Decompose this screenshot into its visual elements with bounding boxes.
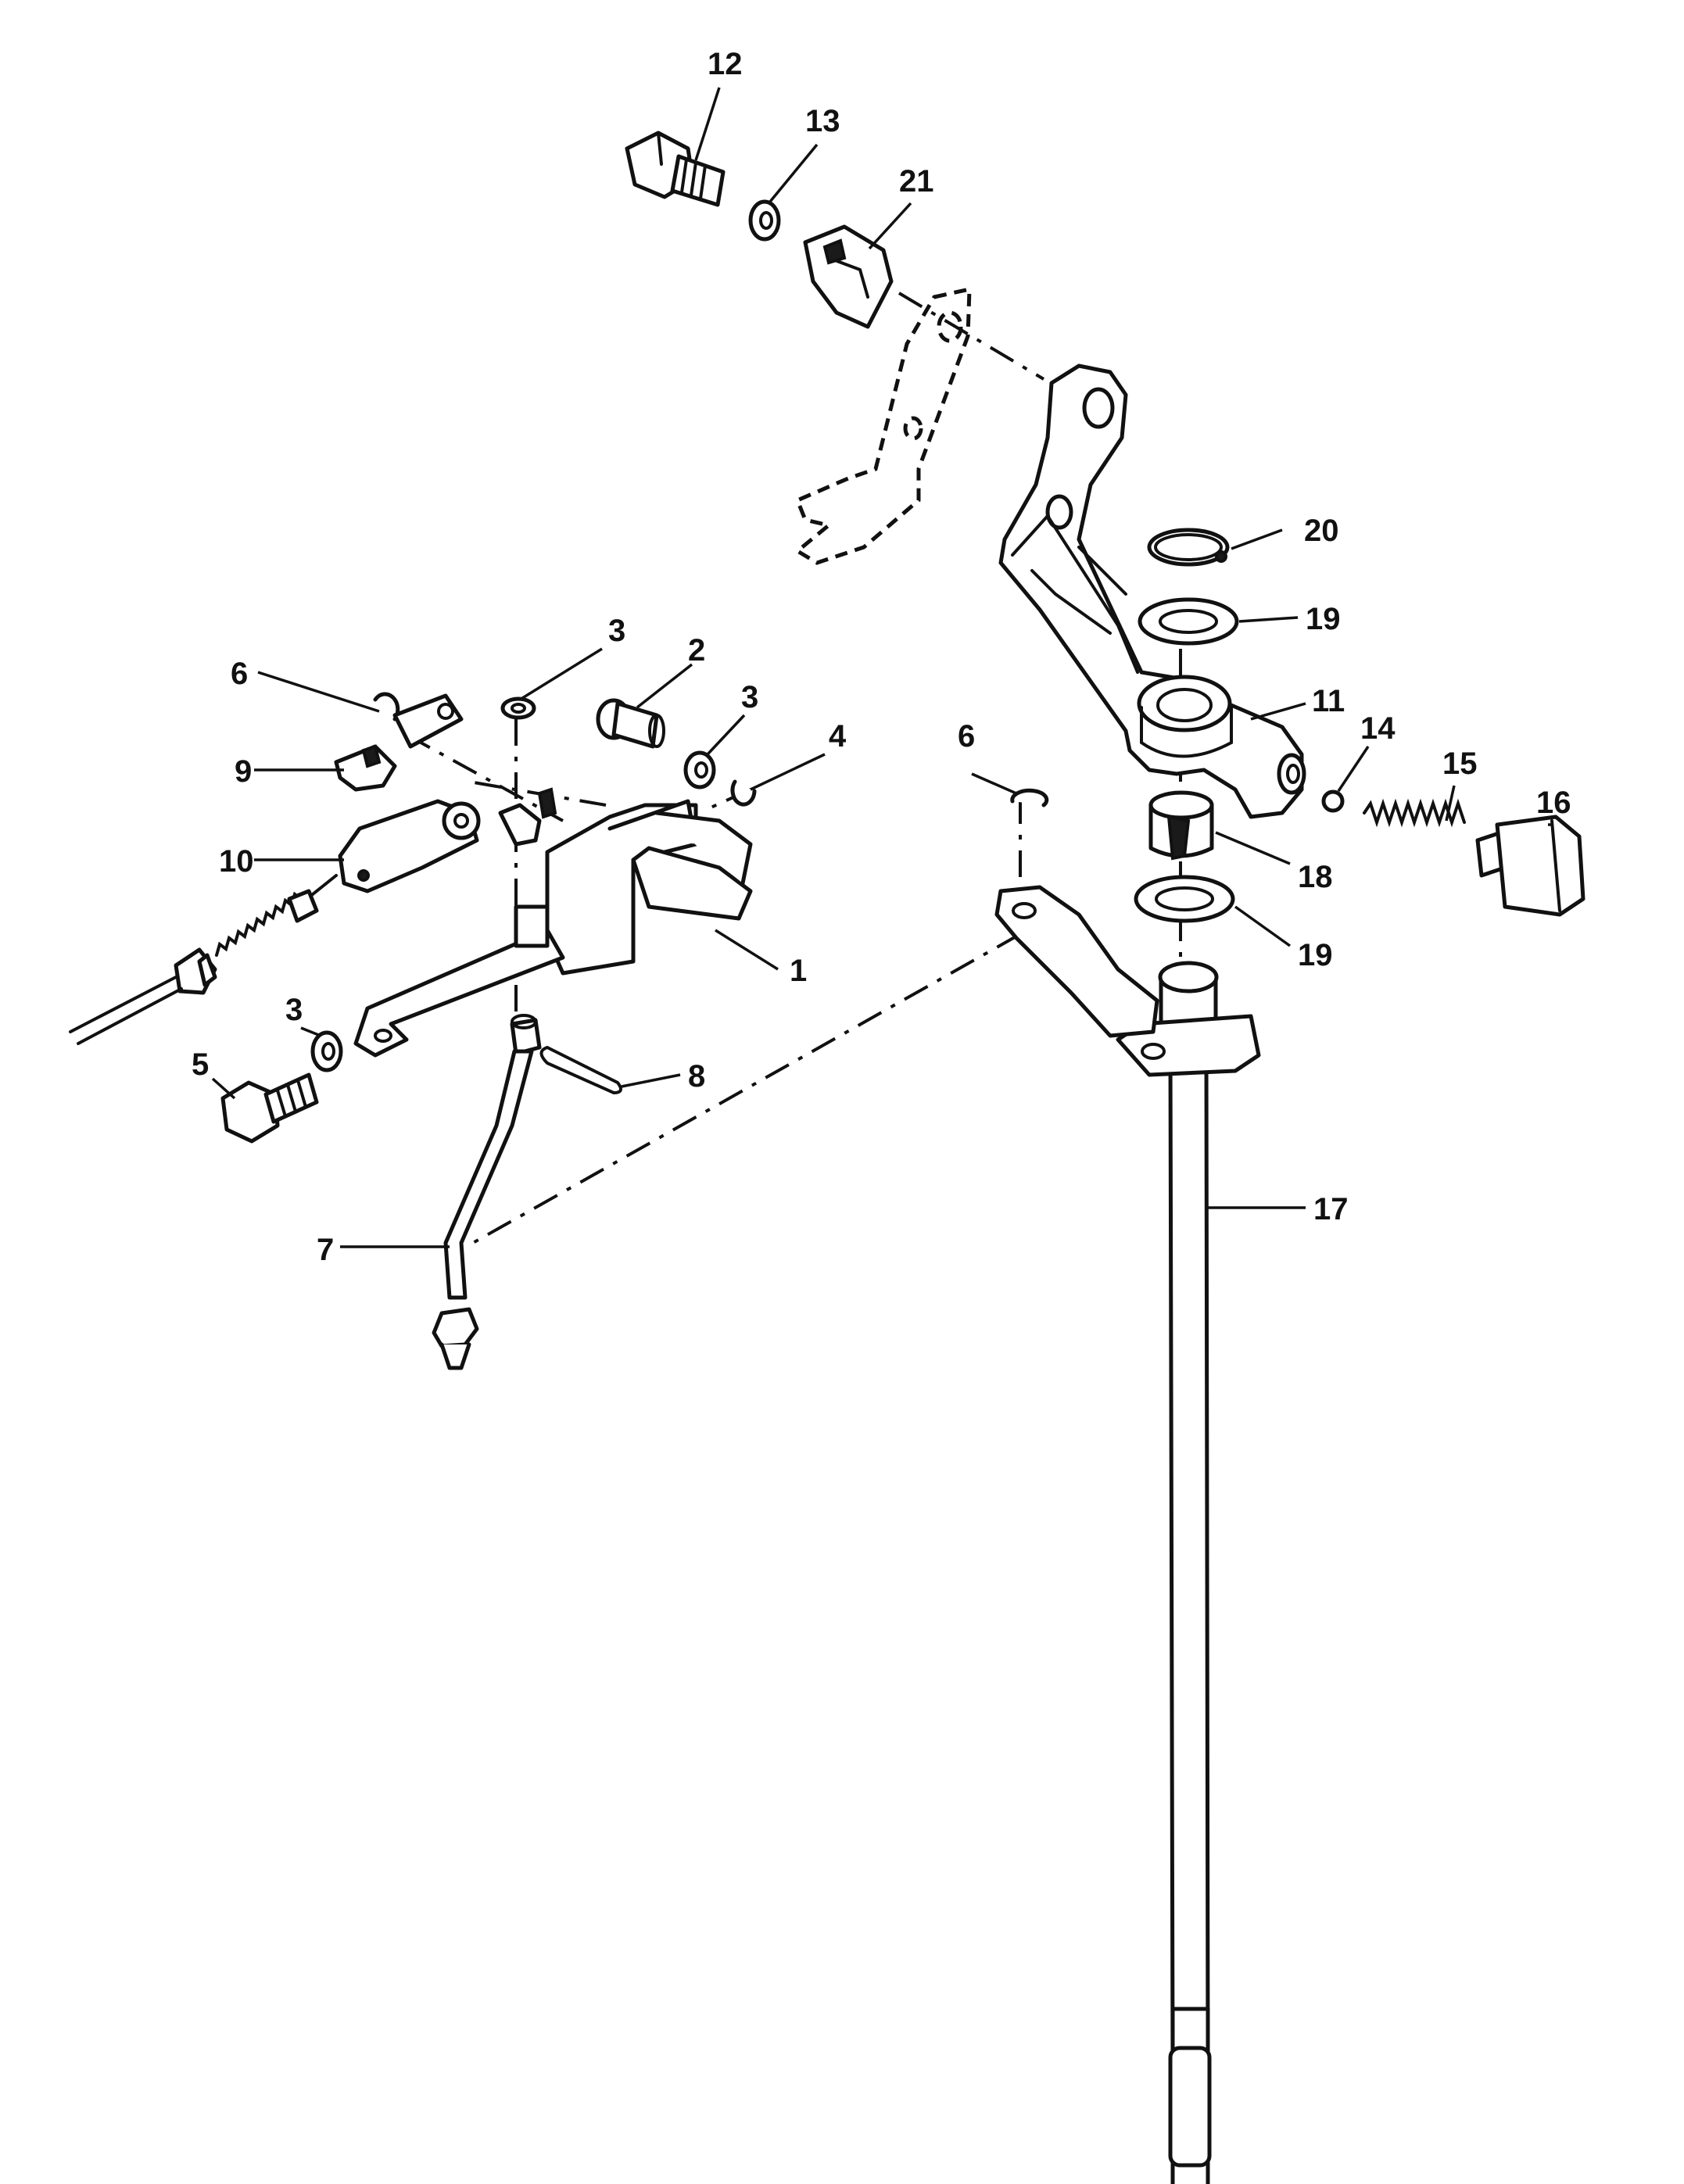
part-4-clip [730, 779, 757, 807]
callout-4: 4 [829, 719, 847, 754]
callout-3b: 3 [741, 680, 758, 714]
part-7-linkage-rod [432, 1014, 542, 1370]
callout-16: 16 [1536, 786, 1571, 820]
part-6-eclip-right [1010, 788, 1049, 807]
part-2-pin [596, 698, 665, 749]
part-1-shift-bracket [353, 787, 753, 1058]
callout-14: 14 [1360, 711, 1396, 746]
callout-20: 20 [1304, 514, 1339, 548]
part-9-cable-end [334, 693, 464, 792]
shift-link-plate [994, 885, 1159, 1038]
part-11-shift-lever [998, 363, 1306, 819]
part-21-clamp [803, 224, 894, 329]
callout-1: 1 [790, 954, 807, 988]
part-19-washer-lower [1134, 875, 1235, 923]
callout-10: 10 [219, 844, 254, 879]
callout-19a: 19 [1306, 602, 1341, 636]
part-3-washer-mid [683, 750, 716, 789]
callout-6b: 6 [231, 657, 248, 691]
part-20-snap-ring [1147, 528, 1230, 567]
callouts: 12 13 21 20 19 11 14 15 16 18 19 17 1 3 … [192, 47, 1571, 1267]
callout-7: 7 [317, 1233, 334, 1267]
throttle-cable [69, 874, 338, 1045]
part-8-cotter-pin [539, 1045, 622, 1095]
callout-15: 15 [1442, 746, 1478, 781]
callout-17: 17 [1313, 1192, 1349, 1226]
part-18-bushing [1148, 790, 1214, 861]
part-19-washer-upper [1138, 597, 1239, 646]
part-12-bolt [625, 131, 726, 207]
part-10-barrel [338, 799, 481, 893]
callout-3c: 3 [285, 993, 303, 1027]
part-17-shift-shaft [1116, 961, 1261, 2184]
callout-18: 18 [1298, 860, 1333, 894]
callout-6a: 6 [958, 719, 975, 754]
callout-2: 2 [688, 633, 705, 668]
callout-19b: 19 [1298, 938, 1333, 972]
callout-21: 21 [899, 164, 934, 199]
part-16-plug [1475, 815, 1585, 917]
callout-8: 8 [688, 1059, 705, 1094]
part-5-bolt [220, 1072, 319, 1144]
phantom-bracket [794, 286, 972, 565]
callout-12: 12 [708, 47, 743, 81]
callout-5: 5 [192, 1047, 209, 1082]
leader-lines [211, 87, 1552, 1248]
part-3-washer-left [310, 1030, 343, 1072]
part-13-washer [748, 199, 781, 242]
callout-3a: 3 [608, 614, 625, 648]
callout-13: 13 [805, 104, 840, 138]
callout-9: 9 [235, 754, 252, 789]
part-3-washer-top [500, 696, 536, 720]
callout-11: 11 [1312, 684, 1345, 718]
part-14-ball [1321, 789, 1345, 813]
